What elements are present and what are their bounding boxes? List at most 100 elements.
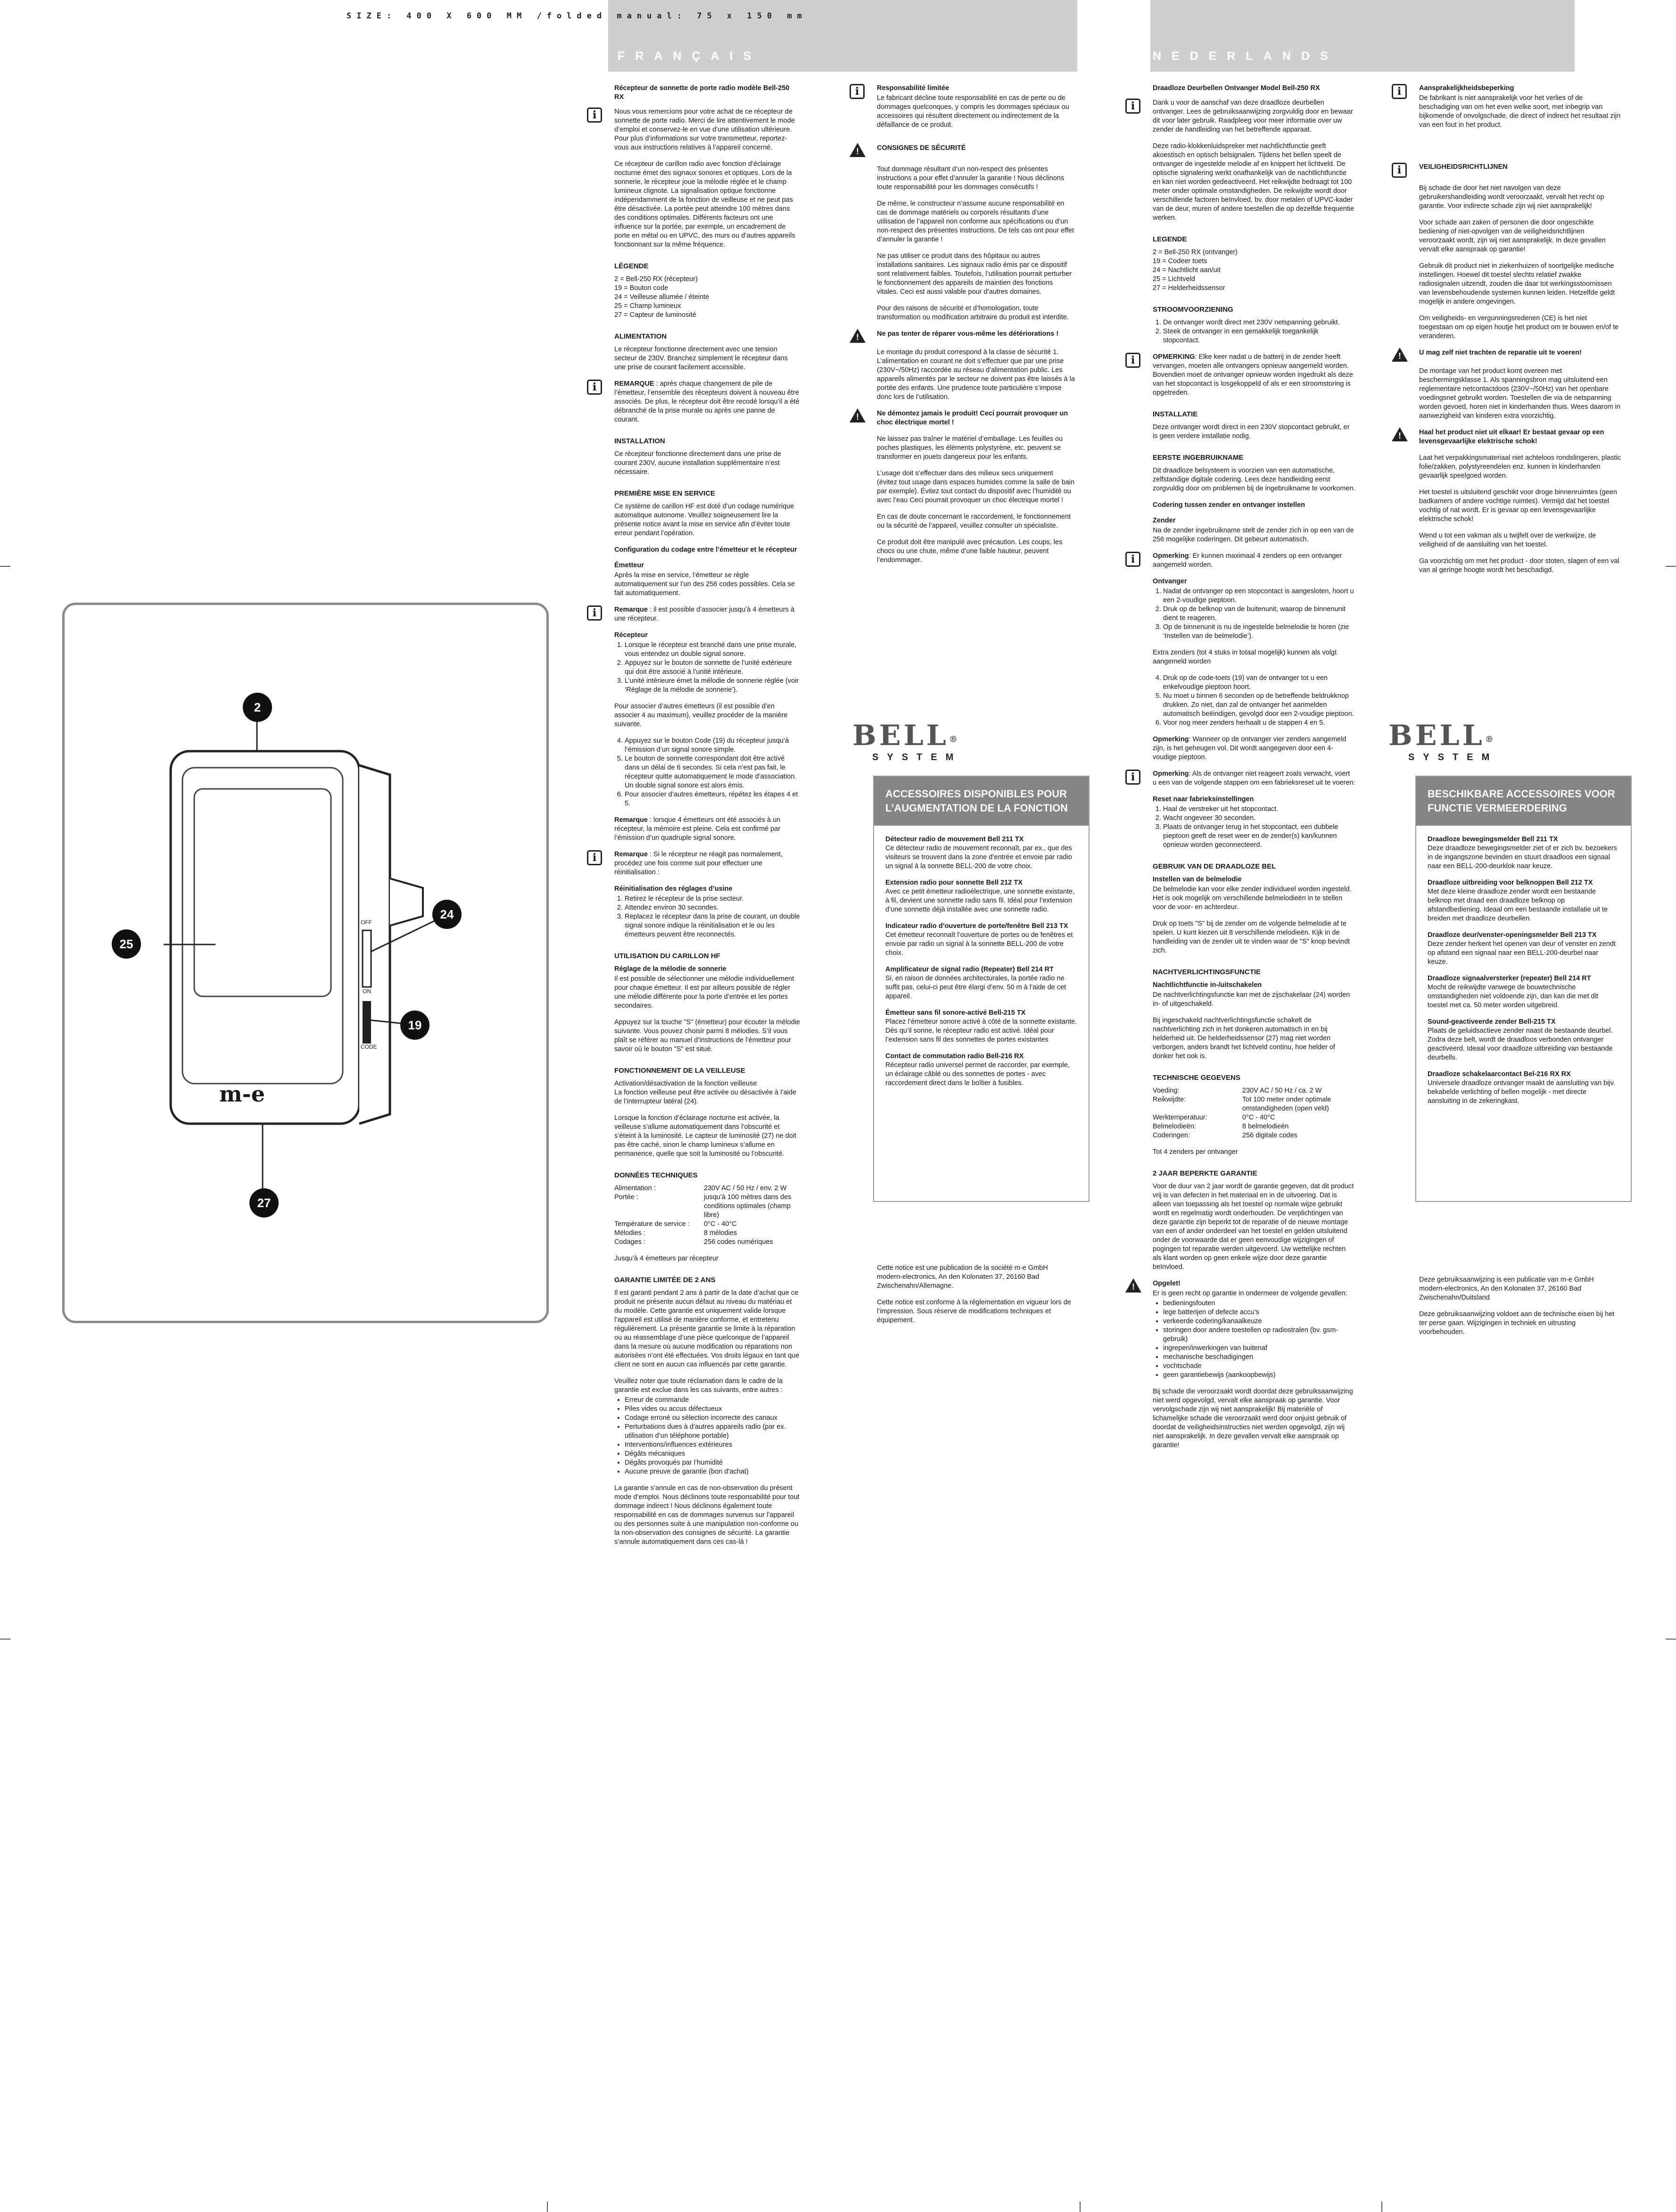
nl-melody-text: De belmelodie kan voor elke zender indiv… bbox=[1153, 886, 1352, 911]
legend-item: 24 = Nachtlicht aan/uit bbox=[1153, 266, 1221, 274]
nl-warranty-text: Voor de duur van 2 jaar wordt de garanti… bbox=[1153, 1183, 1354, 1271]
tech-key: Coderingen: bbox=[1153, 1132, 1190, 1139]
accessory-description: Met deze kleine draadloze zender wordt e… bbox=[1428, 888, 1608, 922]
nl-first-use-text: Dit draadloze belsysteem is voorzien van… bbox=[1153, 467, 1355, 492]
tech-value: 0°C - 40°C bbox=[1242, 1114, 1275, 1121]
nl-safety-text-1: Bij schade die door het niet navolgen va… bbox=[1419, 184, 1604, 210]
nl-column-1: Draadloze Deurbellen Ontvanger Model Bel… bbox=[1125, 84, 1355, 1458]
tech-value: jusqu’à 100 mètres dans des conditions o… bbox=[704, 1193, 792, 1219]
accessory-title: Extension radio pour sonnette Bell 212 T… bbox=[885, 879, 1023, 886]
fr-warranty-heading: GARANTIE LIMITÉE DE 2 ANS bbox=[614, 1276, 716, 1284]
step-item: Druk op de belknop van de buitenunit, wa… bbox=[1163, 605, 1355, 623]
fr-legend-list: 2 = Bell-250 RX (récepteur) 19 = Bouton … bbox=[614, 275, 801, 320]
nl-other-emitters: Extra zenders (tot 4 stuks in totaal mog… bbox=[1153, 649, 1337, 665]
nl-night-heading: NACHTVERLICHTINGSFUNCTIE bbox=[1153, 968, 1261, 976]
accessory-title: Émetteur sans fil sonore-activé Bell-215… bbox=[885, 1009, 1026, 1017]
nl-tech-table: Voeding:230V AC / 50 Hz / ca. 2 W Reikwi… bbox=[1153, 1086, 1355, 1140]
tech-row: Belmelodieën:8 belmelodieën bbox=[1153, 1122, 1355, 1131]
accessory-title: Indicateur radio d’ouverture de porte/fe… bbox=[885, 922, 1068, 930]
fr-liability-note: i Responsabilité limitée Le fabricant dé… bbox=[850, 84, 1075, 130]
tech-key: Portée : bbox=[614, 1193, 638, 1201]
nl-receiver-steps: Nadat de ontvanger op een stopcontact is… bbox=[1153, 587, 1355, 641]
step-item: Voor nog meer zenders herhaalt u de stap… bbox=[1163, 719, 1355, 728]
fr-legend-heading: LÉGENDE bbox=[614, 262, 649, 270]
nl-install-heading: INSTALLATIE bbox=[1153, 410, 1198, 418]
callout-24: 24 bbox=[432, 900, 462, 929]
list-item: Perturbations dues à d’autres appareils … bbox=[625, 1423, 801, 1441]
fr-safety-text-2: De même, le constructeur n’assume aucune… bbox=[877, 200, 1074, 243]
list-item: geen garantiebewijs (aankoopbewijs) bbox=[1163, 1371, 1355, 1380]
nl-night-text: De nachtverlichtingsfunctie kan met de z… bbox=[1153, 991, 1350, 1008]
tech-row: Voeding:230V AC / 50 Hz / ca. 2 W bbox=[1153, 1086, 1355, 1095]
step-item: Attendez environ 30 secondes. bbox=[625, 903, 801, 912]
legend-item: 27 = Capteur de luminosité bbox=[614, 311, 696, 319]
tech-key: Belmelodieën: bbox=[1153, 1123, 1196, 1130]
tech-value: 8 mélodies bbox=[704, 1229, 737, 1237]
legend-item: 25 = Lichtveld bbox=[1153, 275, 1195, 283]
accessory-description: Récepteur radio universel permet de racc… bbox=[885, 1061, 1070, 1087]
legend-item: 25 = Champ lumineux bbox=[614, 302, 681, 310]
fr-config-heading: Configuration du codage entre l’émetteur… bbox=[614, 546, 797, 554]
fr-safety-text-1: Tout dommage résultant d’un non-respect … bbox=[877, 166, 1065, 191]
fr-accessories-box: ACCESSOIRES DISPONIBLES POUR L’AUGMENTAT… bbox=[873, 776, 1090, 1202]
fr-publication-note: Cette notice est une publication de la s… bbox=[877, 1264, 1075, 1333]
nl-safety-text-4: Om veiligheids- en vergunningsredenen (C… bbox=[1419, 315, 1619, 340]
tech-value: 230V AC / 50 Hz / ca. 2 W bbox=[1242, 1087, 1322, 1094]
nl-intro-text: Dank u voor de aanschaf van deze draadlo… bbox=[1153, 99, 1353, 133]
nl-attention-heading: Opgelet! bbox=[1153, 1280, 1181, 1287]
tech-row: Portée : jusqu’à 100 mètres dans des cond… bbox=[614, 1193, 801, 1220]
fr-safety-text-3: Ne pas utiliser ce produit dans des hôpi… bbox=[877, 252, 1072, 296]
accessory-title: Détecteur radio de mouvement Bell 211 TX bbox=[885, 836, 1024, 843]
callout-2: 2 bbox=[243, 693, 272, 722]
nl-repair-heading: U mag zelf niet trachten de reparatie ui… bbox=[1419, 349, 1582, 356]
switch-off-label: OFF bbox=[361, 919, 372, 926]
fr-shock-text-2: L’usage doit s’effectuer dans des milieu… bbox=[877, 470, 1075, 504]
fr-first-use-text: Ce système de carillon HF est doté d’un … bbox=[614, 503, 794, 537]
nl-shock-text: Laat het verpakkingsmateriaal niet achte… bbox=[1419, 454, 1621, 480]
fr-safety-heading: CONSIGNES DE SÉCURITÉ bbox=[877, 144, 966, 152]
logo-system-text: SYSTEM bbox=[1408, 752, 1498, 762]
list-item: Codage erroné ou sélection incorrecte de… bbox=[625, 1414, 801, 1423]
nl-remark-4: i Opmerking: Als de ontvanger niet reage… bbox=[1125, 770, 1355, 787]
fr-publication-text: Cette notice est une publication de la s… bbox=[877, 1264, 1048, 1290]
tech-row: Codages :256 codes numériques bbox=[614, 1238, 801, 1247]
legend-item: 2 = Bell-250 RX (récepteur) bbox=[614, 275, 698, 283]
nl-intro-note: i Dank u voor de aanschaf van deze draad… bbox=[1125, 99, 1355, 134]
step-item: Druk op de code-toets (19) van de ontvan… bbox=[1163, 674, 1355, 692]
fr-accessories-heading: ACCESSOIRES DISPONIBLES POUR L’AUGMENTAT… bbox=[874, 777, 1089, 826]
accessory-description: Ce détecteur radio de mouvement reconnaî… bbox=[885, 845, 1072, 870]
legend-item: 24 = Veilleuse allumée / éteinte bbox=[614, 293, 710, 301]
info-icon: i bbox=[1125, 99, 1140, 114]
nl-power-steps: De ontvanger wordt direct met 230V netsp… bbox=[1153, 318, 1355, 345]
nl-shock-text-2: Het toestel is uitsluitend geschikt voor… bbox=[1419, 489, 1617, 523]
fr-liability-heading: Responsabilité limitée bbox=[877, 84, 949, 92]
accessory-description: Cet émetteur reconnaît l’ouverture de po… bbox=[885, 931, 1073, 957]
info-icon: i bbox=[1392, 84, 1407, 99]
fr-column-2: i Responsabilité limitée Le fabricant dé… bbox=[850, 84, 1075, 572]
fr-shock-text: Ne laissez pas traîner le matériel d’emb… bbox=[877, 435, 1063, 461]
legend-item: 19 = Codeer toets bbox=[1153, 257, 1207, 265]
tech-row: Mélodies :8 mélodies bbox=[614, 1229, 801, 1238]
step-item: De ontvanger wordt direct met 230V netsp… bbox=[1163, 318, 1355, 327]
tech-value: 0°C - 40°C bbox=[704, 1220, 737, 1228]
crop-mark bbox=[0, 1639, 10, 1640]
fr-remark-4: i Remarque : Si le récepteur ne réagit p… bbox=[587, 850, 801, 877]
nl-remark-note: i OPMERKING: Elke keer nadat u de batter… bbox=[1125, 353, 1355, 398]
fr-shock-text-4: Ce produit doit être manipulé avec préca… bbox=[877, 539, 1063, 564]
accessory-item: Draadloze uitbreiding voor belknoppen Be… bbox=[1428, 878, 1619, 923]
fr-reset-steps: Retirez le récepteur de la prise secteur… bbox=[614, 895, 801, 939]
accessory-item: Contact de commutation radio Bell-216 RX… bbox=[885, 1052, 1077, 1088]
fr-header-bar bbox=[608, 0, 1077, 72]
accessory-description: Deze draadloze bewegingsmelder ziet of e… bbox=[1428, 845, 1617, 870]
crop-mark bbox=[547, 2202, 548, 2212]
logo-system-text: SYSTEM bbox=[872, 752, 962, 762]
accessory-title: Contact de commutation radio Bell-216 RX bbox=[885, 1052, 1024, 1060]
step-item: Pour associer d’autres émetteurs, répéte… bbox=[625, 790, 801, 808]
fr-melody-text: Il est possible de sélectionner une mélo… bbox=[614, 975, 794, 1010]
fr-shock-text-3: En cas de doute concernant le raccordeme… bbox=[877, 513, 1071, 530]
logo-bell-text: BELL bbox=[852, 719, 949, 752]
logo-registered: ® bbox=[949, 734, 958, 745]
callout-19: 19 bbox=[400, 1011, 429, 1040]
nl-safety-text-3: Gebruik dit product niet in ziekenhuizen… bbox=[1419, 262, 1615, 306]
nl-install-text: Deze ontvanger wordt direct in een 230V … bbox=[1153, 423, 1350, 440]
